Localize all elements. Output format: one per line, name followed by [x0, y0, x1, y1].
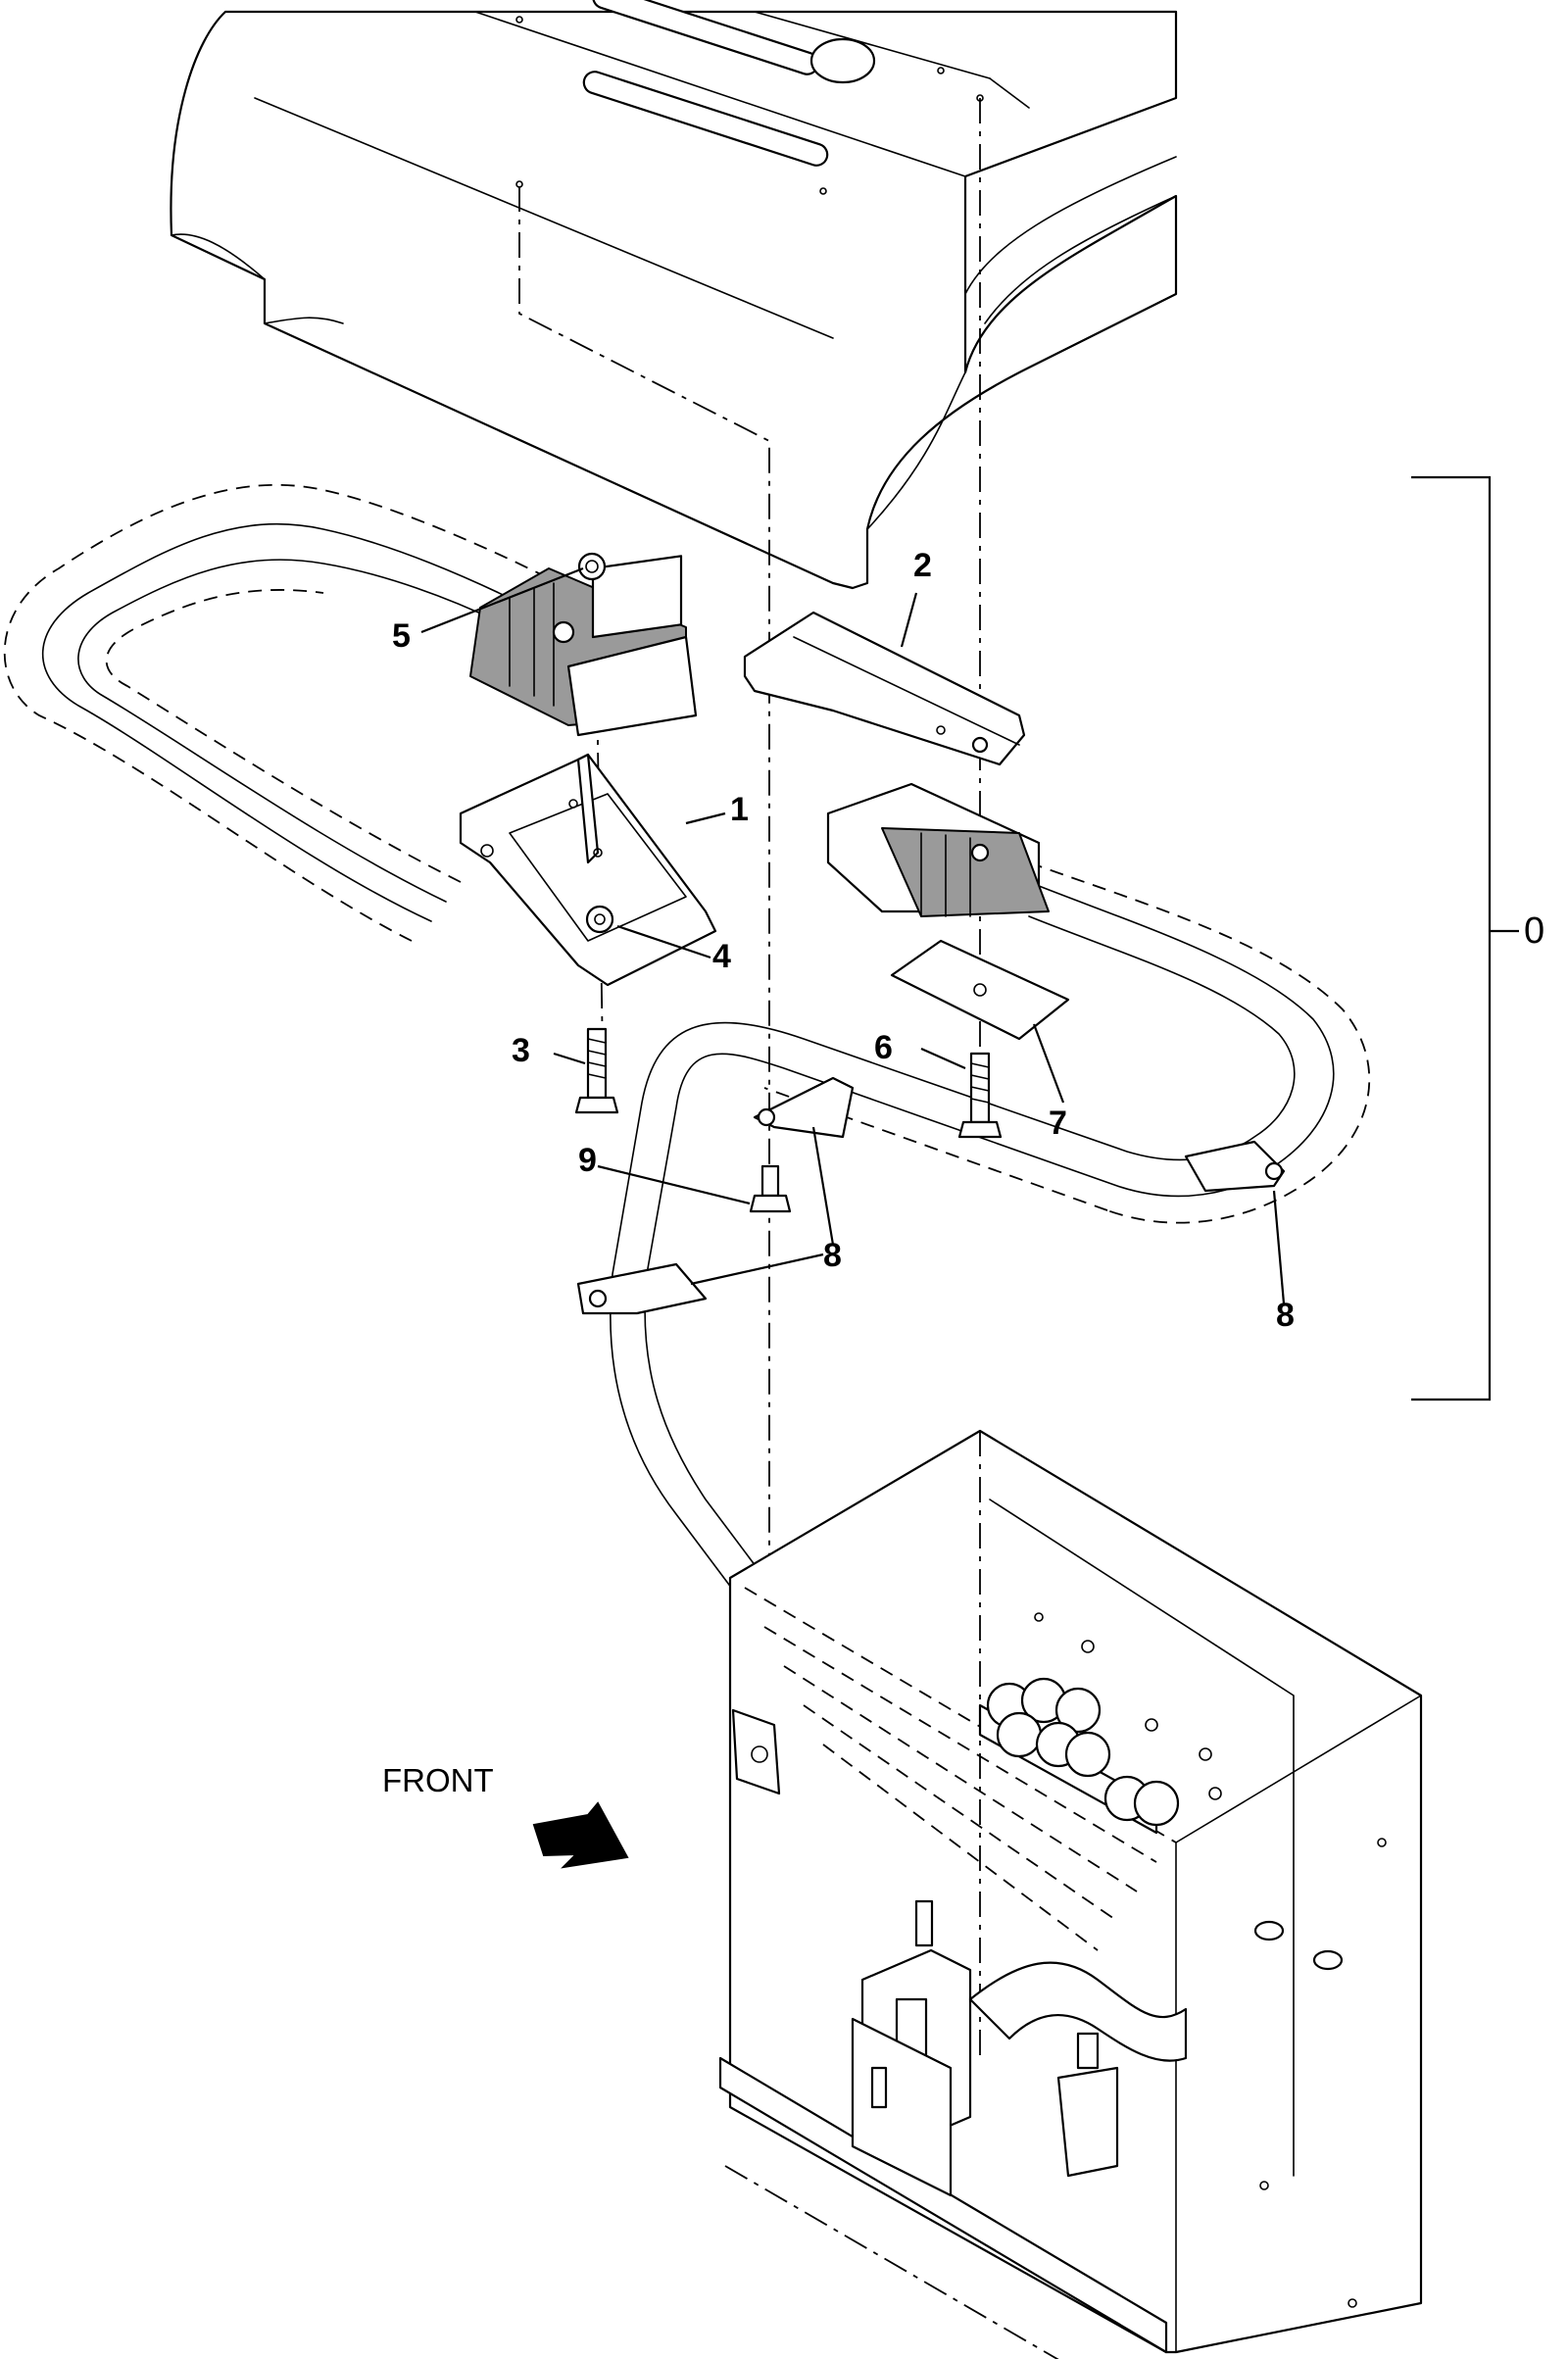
hood-cover	[170, 0, 1178, 590]
capacitor-cluster	[978, 1677, 1180, 1835]
callout-0: 0	[1524, 910, 1544, 952]
control-box	[718, 1429, 1423, 2359]
clip-plate	[890, 939, 1070, 1041]
callout-6: 6	[874, 1029, 893, 1066]
callout-1: 1	[730, 791, 749, 828]
callout-4: 4	[712, 938, 731, 975]
screw-3	[574, 1027, 619, 1114]
mounting-bracket	[459, 753, 717, 987]
callout-5: 5	[392, 617, 411, 655]
front-label: FRONT	[382, 1762, 494, 1798]
connector-housing-right	[826, 782, 1050, 917]
callout-8-right: 8	[1276, 1297, 1295, 1334]
callout-3: 3	[512, 1032, 530, 1069]
contactor	[851, 1899, 1188, 2197]
cover-plate	[743, 611, 1026, 766]
callout-7: 7	[1049, 1105, 1067, 1142]
cable-clamp-1	[753, 1076, 855, 1139]
callout-labels: 1 2 3 4 5 6 7 8 8 9 0	[392, 547, 1544, 1334]
screw-9	[749, 1164, 792, 1213]
callout-8-center: 8	[823, 1237, 842, 1274]
cable-clamp-3	[1184, 1140, 1286, 1193]
callout-leaders	[420, 566, 1286, 1304]
screw-6	[957, 1052, 1003, 1139]
callout-2: 2	[913, 547, 932, 584]
front-arrow-icon	[532, 1801, 629, 1869]
front-indicator: FRONT	[382, 1762, 629, 1869]
cable-loop-left	[3, 483, 550, 942]
assembly-bracket	[1411, 475, 1519, 1401]
connector-housing-left	[469, 552, 698, 737]
cable-clamp-2	[576, 1262, 708, 1315]
callout-9: 9	[578, 1142, 597, 1179]
